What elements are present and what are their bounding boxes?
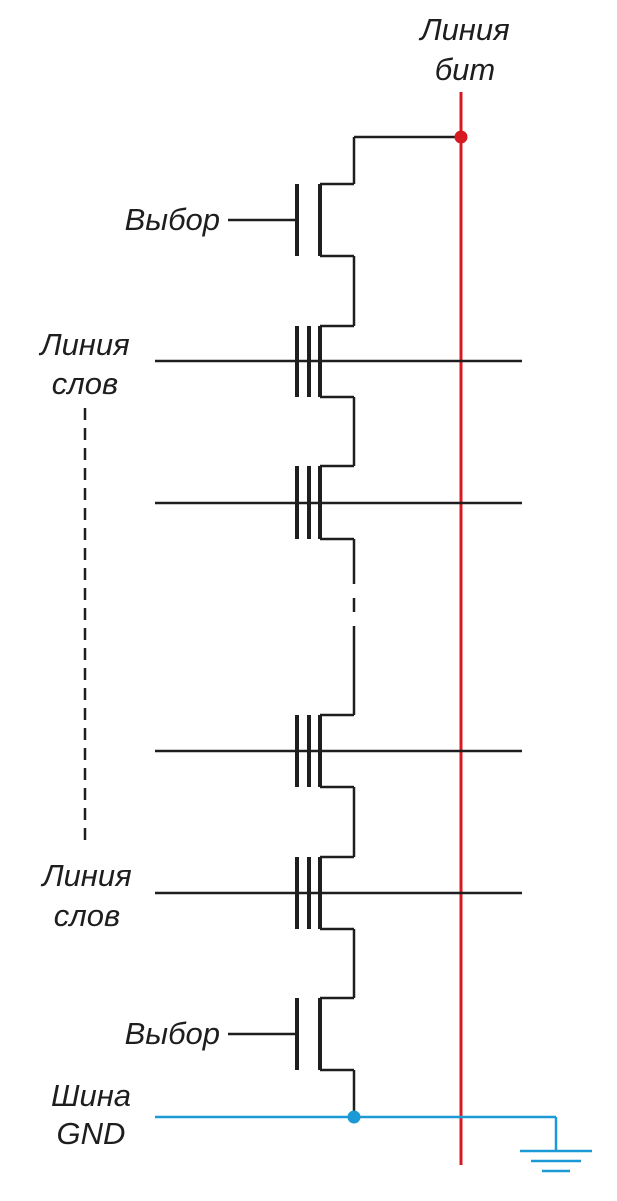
memory-cell-2	[155, 464, 522, 584]
word-line-label-bottom-1: Линия	[40, 858, 131, 893]
bit-line	[354, 92, 468, 1165]
gnd-bus	[155, 1110, 558, 1151]
gnd-bus-label-1: Шина	[51, 1078, 131, 1113]
select-label-top: Выбор	[125, 202, 220, 237]
word-line-label-top-1: Линия	[38, 327, 129, 362]
gnd-bus-label-2: GND	[57, 1116, 126, 1151]
gnd-bus-junction-dot	[347, 1110, 361, 1124]
select-label-bottom: Выбор	[125, 1016, 220, 1051]
bit-line-label-1: Линия	[418, 12, 509, 47]
memory-cell-1	[155, 324, 522, 466]
bit-line-label-2: бит	[435, 52, 496, 87]
memory-cell-4	[155, 855, 522, 998]
select-transistor-top	[228, 137, 356, 326]
ground-symbol-icon	[520, 1149, 592, 1173]
word-line-label-bottom-2: слов	[54, 898, 120, 933]
bit-line-junction-dot	[454, 130, 468, 144]
word-line-label-top-2: слов	[52, 366, 118, 401]
memory-cell-3	[155, 713, 522, 857]
select-transistor-bottom	[228, 996, 356, 1117]
